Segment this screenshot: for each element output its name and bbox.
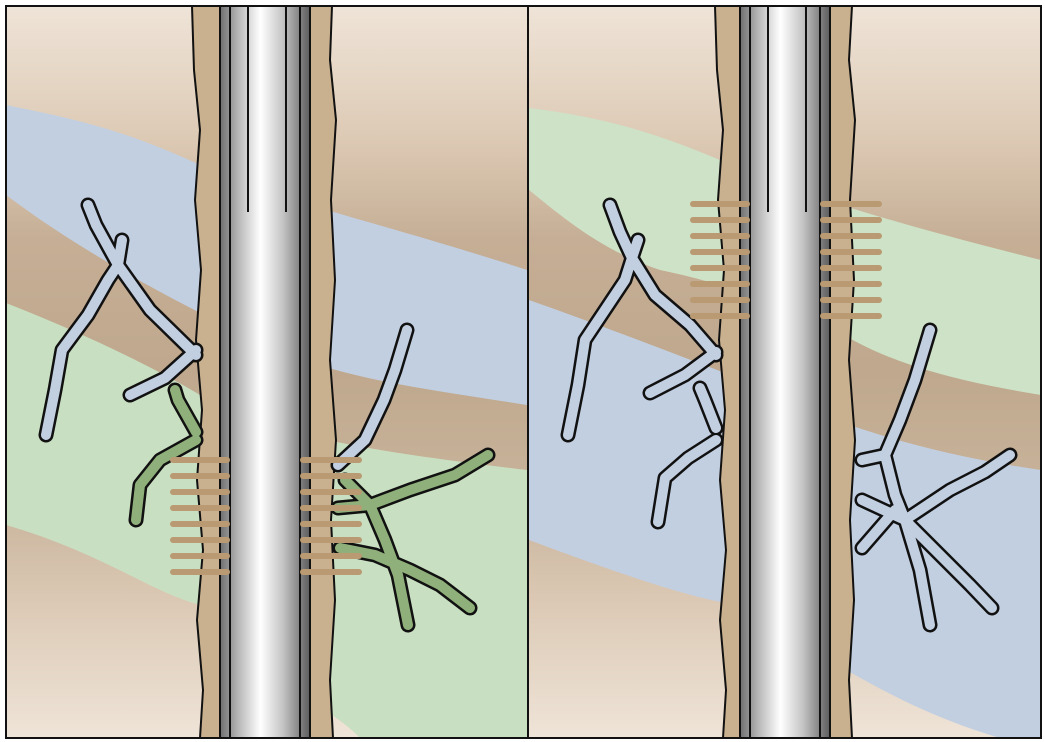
perforation-tunnel xyxy=(170,569,230,575)
perforation-tunnel xyxy=(690,313,750,319)
perforation-tunnel xyxy=(690,249,750,255)
perforation-tunnel xyxy=(820,281,882,287)
perforation-tunnel xyxy=(820,297,882,303)
perforation-tunnel xyxy=(170,537,230,543)
perforation-tunnel xyxy=(300,553,362,559)
casing-pipe xyxy=(740,6,830,738)
perforation-tunnel xyxy=(300,505,362,511)
perforation-tunnel xyxy=(300,473,362,479)
perforation-tunnel xyxy=(820,217,882,223)
left-panel xyxy=(6,6,527,738)
casing-pipe xyxy=(220,6,310,738)
perforation-tunnel xyxy=(170,489,230,495)
perforation-tunnel xyxy=(300,489,362,495)
perforation-tunnel xyxy=(170,521,230,527)
perforation-tunnel xyxy=(820,313,882,319)
perforation-tunnel xyxy=(170,505,230,511)
perforation-tunnel xyxy=(820,249,882,255)
perforation-tunnel xyxy=(170,473,230,479)
perforation-tunnel xyxy=(690,297,750,303)
right-panel xyxy=(529,6,1041,738)
perforation-tunnel xyxy=(690,201,750,207)
perforation-tunnel xyxy=(820,201,882,207)
perforation-tunnel xyxy=(690,265,750,271)
perforation-tunnel xyxy=(690,233,750,239)
perforation-tunnel xyxy=(300,537,362,543)
perforation-tunnel xyxy=(820,265,882,271)
perforation-tunnel xyxy=(300,457,362,463)
perforation-tunnel xyxy=(170,457,230,463)
perforation-tunnel xyxy=(690,281,750,287)
perforation-tunnel xyxy=(170,553,230,559)
perforation-tunnel xyxy=(300,521,362,527)
perforation-tunnel xyxy=(300,569,362,575)
perforation-tunnel xyxy=(690,217,750,223)
perforation-tunnel xyxy=(820,233,882,239)
